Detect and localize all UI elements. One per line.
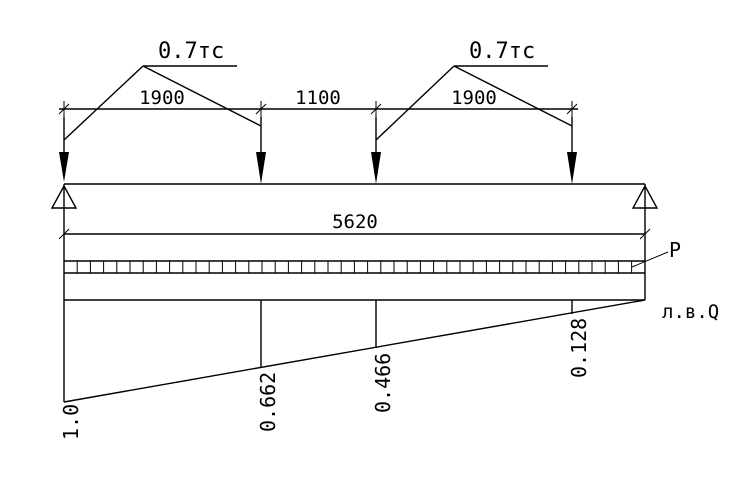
left-load-group: 0.7тс [63, 39, 262, 141]
left-load-label: 0.7тс [158, 39, 224, 64]
left-support-icon [50, 184, 78, 209]
total-span-label: 5620 [332, 211, 378, 233]
ordinate-c-label: 0.466 [371, 353, 395, 413]
top-dim-tick-3 [370, 103, 382, 115]
ordinate-a-label: 1.0 [59, 404, 83, 440]
influence-line: л.в.Q 1.0 0.662 0.466 0.128 [59, 299, 719, 440]
influence-line-label: л.в.Q [662, 301, 719, 323]
top-dim-tick-2 [255, 103, 267, 115]
right-leader-line-a [375, 65, 455, 141]
top-dim-tick-1 [58, 103, 70, 115]
right-load-label: 0.7тс [469, 39, 535, 64]
right-load-group: 0.7тс [375, 39, 573, 141]
left-leader-line-a [63, 65, 144, 141]
arrow-3-head [371, 152, 381, 184]
distributed-load-hatching [76, 261, 633, 273]
influence-slope-line [63, 299, 646, 403]
arrow-4-head [567, 152, 577, 184]
span1-label: 1900 [139, 87, 185, 109]
span3-label: 1900 [451, 87, 497, 109]
distributed-load-strip: P [63, 234, 681, 301]
ordinate-d-label: 0.128 [567, 318, 591, 378]
right-leader-line-b [453, 65, 573, 127]
beam [63, 183, 646, 235]
total-span-dimension: 5620 [58, 211, 651, 240]
point-load-arrows [59, 117, 577, 184]
ordinate-b-label: 0.662 [256, 372, 280, 432]
top-dimension-line: 1900 1100 1900 [58, 87, 578, 117]
top-dim-tick-4 [566, 103, 578, 115]
right-support-icon [631, 184, 659, 209]
arrow-2-head [256, 152, 266, 184]
span2-label: 1100 [295, 87, 341, 109]
left-leader-line-b [142, 65, 262, 127]
arrow-1-head [59, 152, 69, 182]
distributed-load-label: P [669, 238, 681, 262]
p-leader-line [631, 251, 669, 268]
